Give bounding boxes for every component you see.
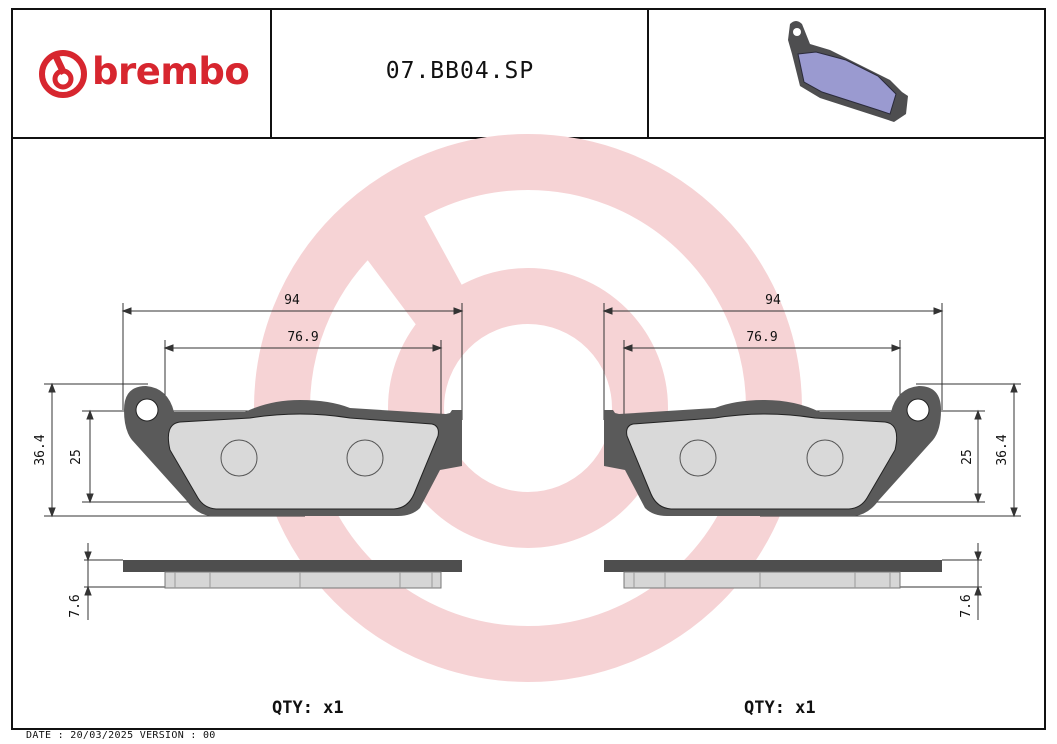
part-number: 07.BB04.SP	[385, 58, 535, 84]
date-version-footer: DATE : 20/03/2025 VERSION : 00	[26, 730, 216, 741]
left-label-overall-width: 94	[284, 293, 300, 308]
left-label-pad-height: 25	[69, 449, 84, 465]
left-label-inner-width: 76.9	[287, 330, 318, 345]
header-cell-part-number	[270, 8, 649, 139]
brembo-logo-icon	[39, 50, 87, 98]
right-label-overall-width: 94	[765, 293, 781, 308]
pad-preview-image	[788, 21, 908, 122]
right-label-overall-height: 36.4	[995, 434, 1010, 465]
left-label-thickness: 7.6	[68, 594, 83, 617]
qty-right: QTY: x1	[744, 698, 816, 718]
right-label-inner-width: 76.9	[746, 330, 777, 345]
qty-left: QTY: x1	[272, 698, 344, 718]
brand-wordmark: brembo	[92, 50, 250, 93]
right-label-pad-height: 25	[960, 449, 975, 465]
right-label-thickness: 7.6	[959, 594, 974, 617]
left-label-overall-height: 36.4	[33, 434, 48, 465]
